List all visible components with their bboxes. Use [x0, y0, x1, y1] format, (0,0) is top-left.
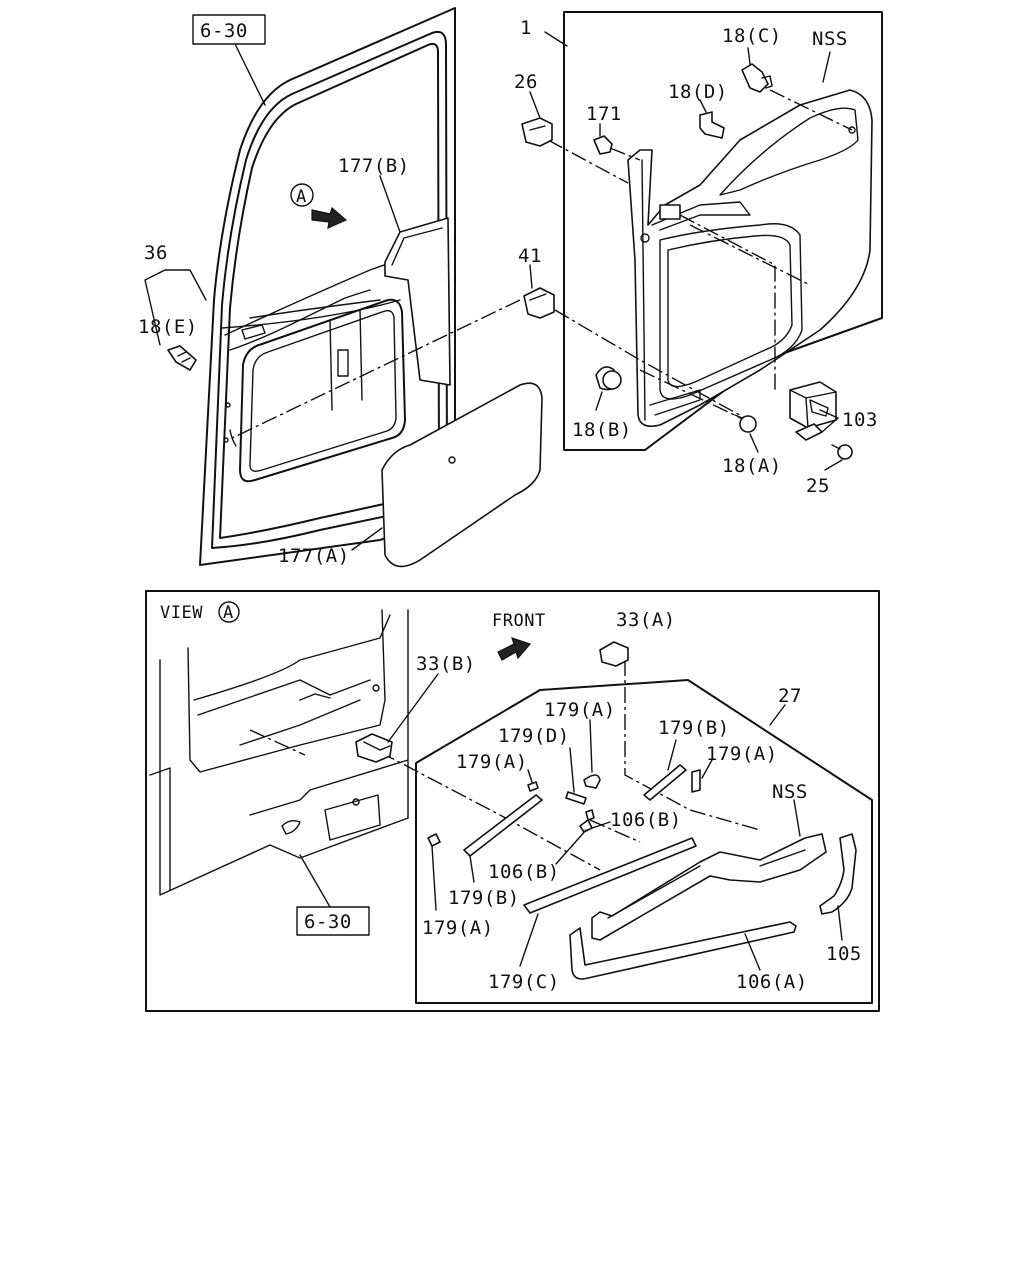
label-33a: 33(A) [616, 609, 676, 631]
top-label-leaders [144, 31, 843, 551]
strip-105 [819, 833, 857, 915]
label-103: 103 [842, 409, 878, 431]
ref-box-bottom-text: 6-30 [304, 911, 352, 933]
label-179c: 179(C) [488, 971, 560, 993]
view-a-marker-letter: A [296, 187, 307, 207]
label-171: 171 [586, 103, 622, 125]
clip-171 [593, 135, 613, 155]
ref-box-bottom: 6-30 [296, 854, 370, 936]
strip-179b-b [643, 764, 687, 801]
bracket-18d [699, 111, 725, 139]
pad-177a [381, 382, 543, 568]
label-18d: 18(D) [668, 81, 728, 103]
clip-33b [355, 733, 393, 763]
clip-179a-a [527, 781, 539, 792]
ref-box-top-text: 6-30 [200, 20, 248, 42]
clip-179a-c [691, 769, 701, 793]
clip-26 [521, 117, 553, 147]
label-177a: 177(A) [278, 545, 350, 567]
top-section: 6-30 A [138, 7, 883, 568]
view-a-marker: A [290, 183, 348, 230]
door-frame [199, 7, 456, 566]
label-26: 26 [514, 71, 538, 93]
top-labels: 1 18(C) NSS 26 18(D) 171 177(B) 36 41 18… [138, 17, 878, 567]
front-label: FRONT [492, 611, 546, 631]
view-a-title: VIEW A [160, 601, 240, 623]
clip-179d [565, 791, 587, 805]
label-179b-2: 179(B) [448, 887, 520, 909]
label-33b: 33(B) [416, 653, 476, 675]
label-179a-4: 179(A) [422, 917, 494, 939]
switch-103 [789, 381, 837, 441]
clip-179a-d [427, 833, 441, 847]
ref-box-top: 6-30 [192, 14, 266, 106]
label-18c: 18(C) [722, 25, 782, 47]
strip-179b-a [463, 794, 543, 857]
bottom-labels: 33(A) 33(B) 27 179(A) 179(D) 179(B) 179(… [416, 609, 862, 993]
clip-179a-b [583, 774, 601, 789]
label-105: 105 [826, 943, 862, 965]
label-18e: 18(E) [138, 316, 198, 338]
bolt-18e [167, 345, 197, 371]
label-106a: 106(A) [736, 971, 808, 993]
clip-41 [523, 287, 555, 319]
trim-panel [627, 89, 873, 428]
label-106b-1: 106(B) [610, 809, 682, 831]
trim-27 [591, 833, 827, 941]
label-41: 41 [518, 245, 542, 267]
label-18a: 18(A) [722, 455, 782, 477]
label-nss-bottom: NSS [772, 781, 808, 803]
seal-106a [569, 921, 797, 980]
push-clip-18b [595, 366, 622, 391]
label-nss-top: NSS [812, 28, 848, 50]
label-18b: 18(B) [572, 419, 632, 441]
label-177b: 177(B) [338, 155, 410, 177]
bottom-label-leaders [387, 673, 843, 971]
label-179a-2: 179(A) [706, 743, 778, 765]
label-25: 25 [806, 475, 830, 497]
label-36: 36 [144, 242, 168, 264]
top-leader-lines [227, 89, 853, 441]
view-a-title-marker: A [223, 603, 234, 623]
label-27: 27 [778, 685, 802, 707]
label-179a-3: 179(A) [456, 751, 528, 773]
view-a-title-text: VIEW [160, 603, 203, 623]
label-179a-1: 179(A) [544, 699, 616, 721]
view-a-section: VIEW A FRONT 6-30 [145, 590, 880, 1012]
label-179b-1: 179(B) [658, 717, 730, 739]
subassembly-box-27 [415, 679, 873, 1004]
front-arrow: FRONT [492, 611, 546, 661]
strip-179c [523, 837, 697, 914]
label-179d: 179(D) [498, 725, 570, 747]
fastener-18c [741, 63, 773, 93]
clip-33a [599, 641, 629, 667]
label-106b-2: 106(B) [488, 861, 560, 883]
push-clip-18a [734, 414, 757, 433]
screw-25 [831, 444, 853, 460]
label-1: 1 [520, 17, 532, 39]
